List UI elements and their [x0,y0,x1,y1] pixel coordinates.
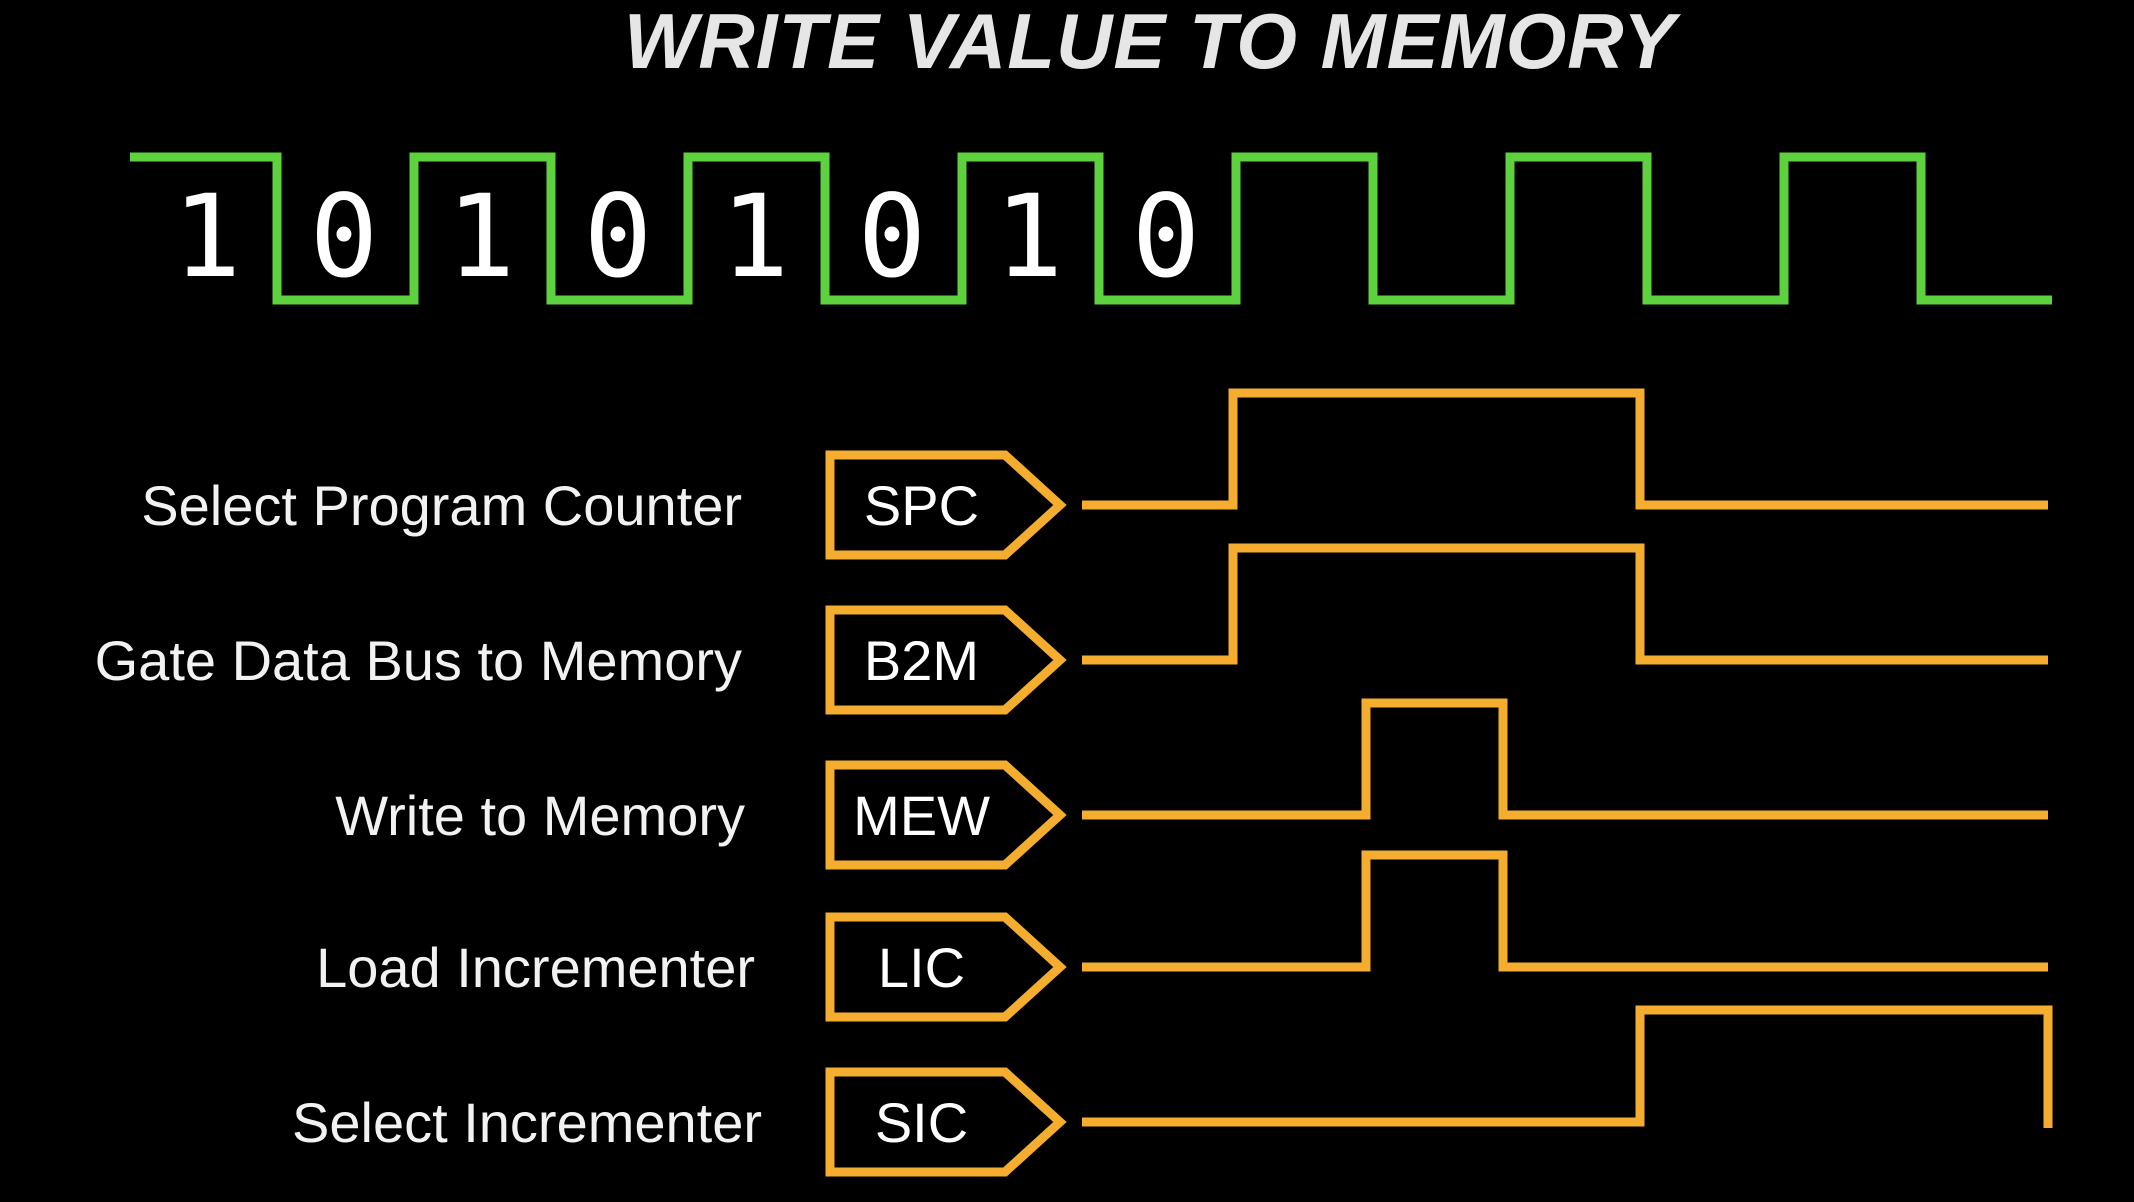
signal-mnemonic: SPC [864,474,979,537]
signal-row-lic: Load Incrementer LIC [316,850,2048,1022]
signal-label: Write to Memory [335,784,745,847]
signal-mnemonic: LIC [878,936,965,999]
signal-label: Select Incrementer [292,1091,762,1154]
clock-bit-label: 0 [858,170,927,303]
diagram-title: WRITE VALUE TO MEMORY [623,0,1677,85]
clock-bit-label: 1 [173,170,242,303]
signal-label: Gate Data Bus to Memory [95,629,742,692]
signal-tag-arrow [825,912,1067,1022]
signal-waveform [1082,850,2048,972]
clock-bit-label: 0 [1132,170,1201,303]
signal-mnemonic: SIC [875,1091,968,1154]
signal-row-sic: Select Incrementer SIC [292,1005,2053,1177]
signal-label: Load Incrementer [316,936,755,999]
clock-waveform [130,152,2052,305]
signal-tag-arrow [825,450,1067,560]
signal-waveform [1082,1005,2053,1128]
signal-mnemonic: MEW [853,784,990,847]
clock-bit-label: 1 [447,170,516,303]
signal-row-b2m: Gate Data Bus to Memory B2M [95,543,2048,715]
signal-waveform [1082,543,2048,665]
signal-waveform [1082,698,2048,820]
signal-tag-arrow [825,1067,1067,1177]
clock-bit-label: 1 [995,170,1064,303]
signal-label: Select Program Counter [141,474,742,537]
signal-row-spc: Select Program Counter SPC [141,388,2048,560]
signal-waveform [1082,388,2048,510]
signal-tag-arrow [825,760,1067,870]
clock-bit-label: 0 [310,170,379,303]
signal-row-mew: Write to Memory MEW [335,698,2048,870]
clock-bit-label: 1 [721,170,790,303]
signal-mnemonic: B2M [864,629,979,692]
signal-tag-arrow [825,605,1067,715]
clock-bit-label: 0 [584,170,653,303]
